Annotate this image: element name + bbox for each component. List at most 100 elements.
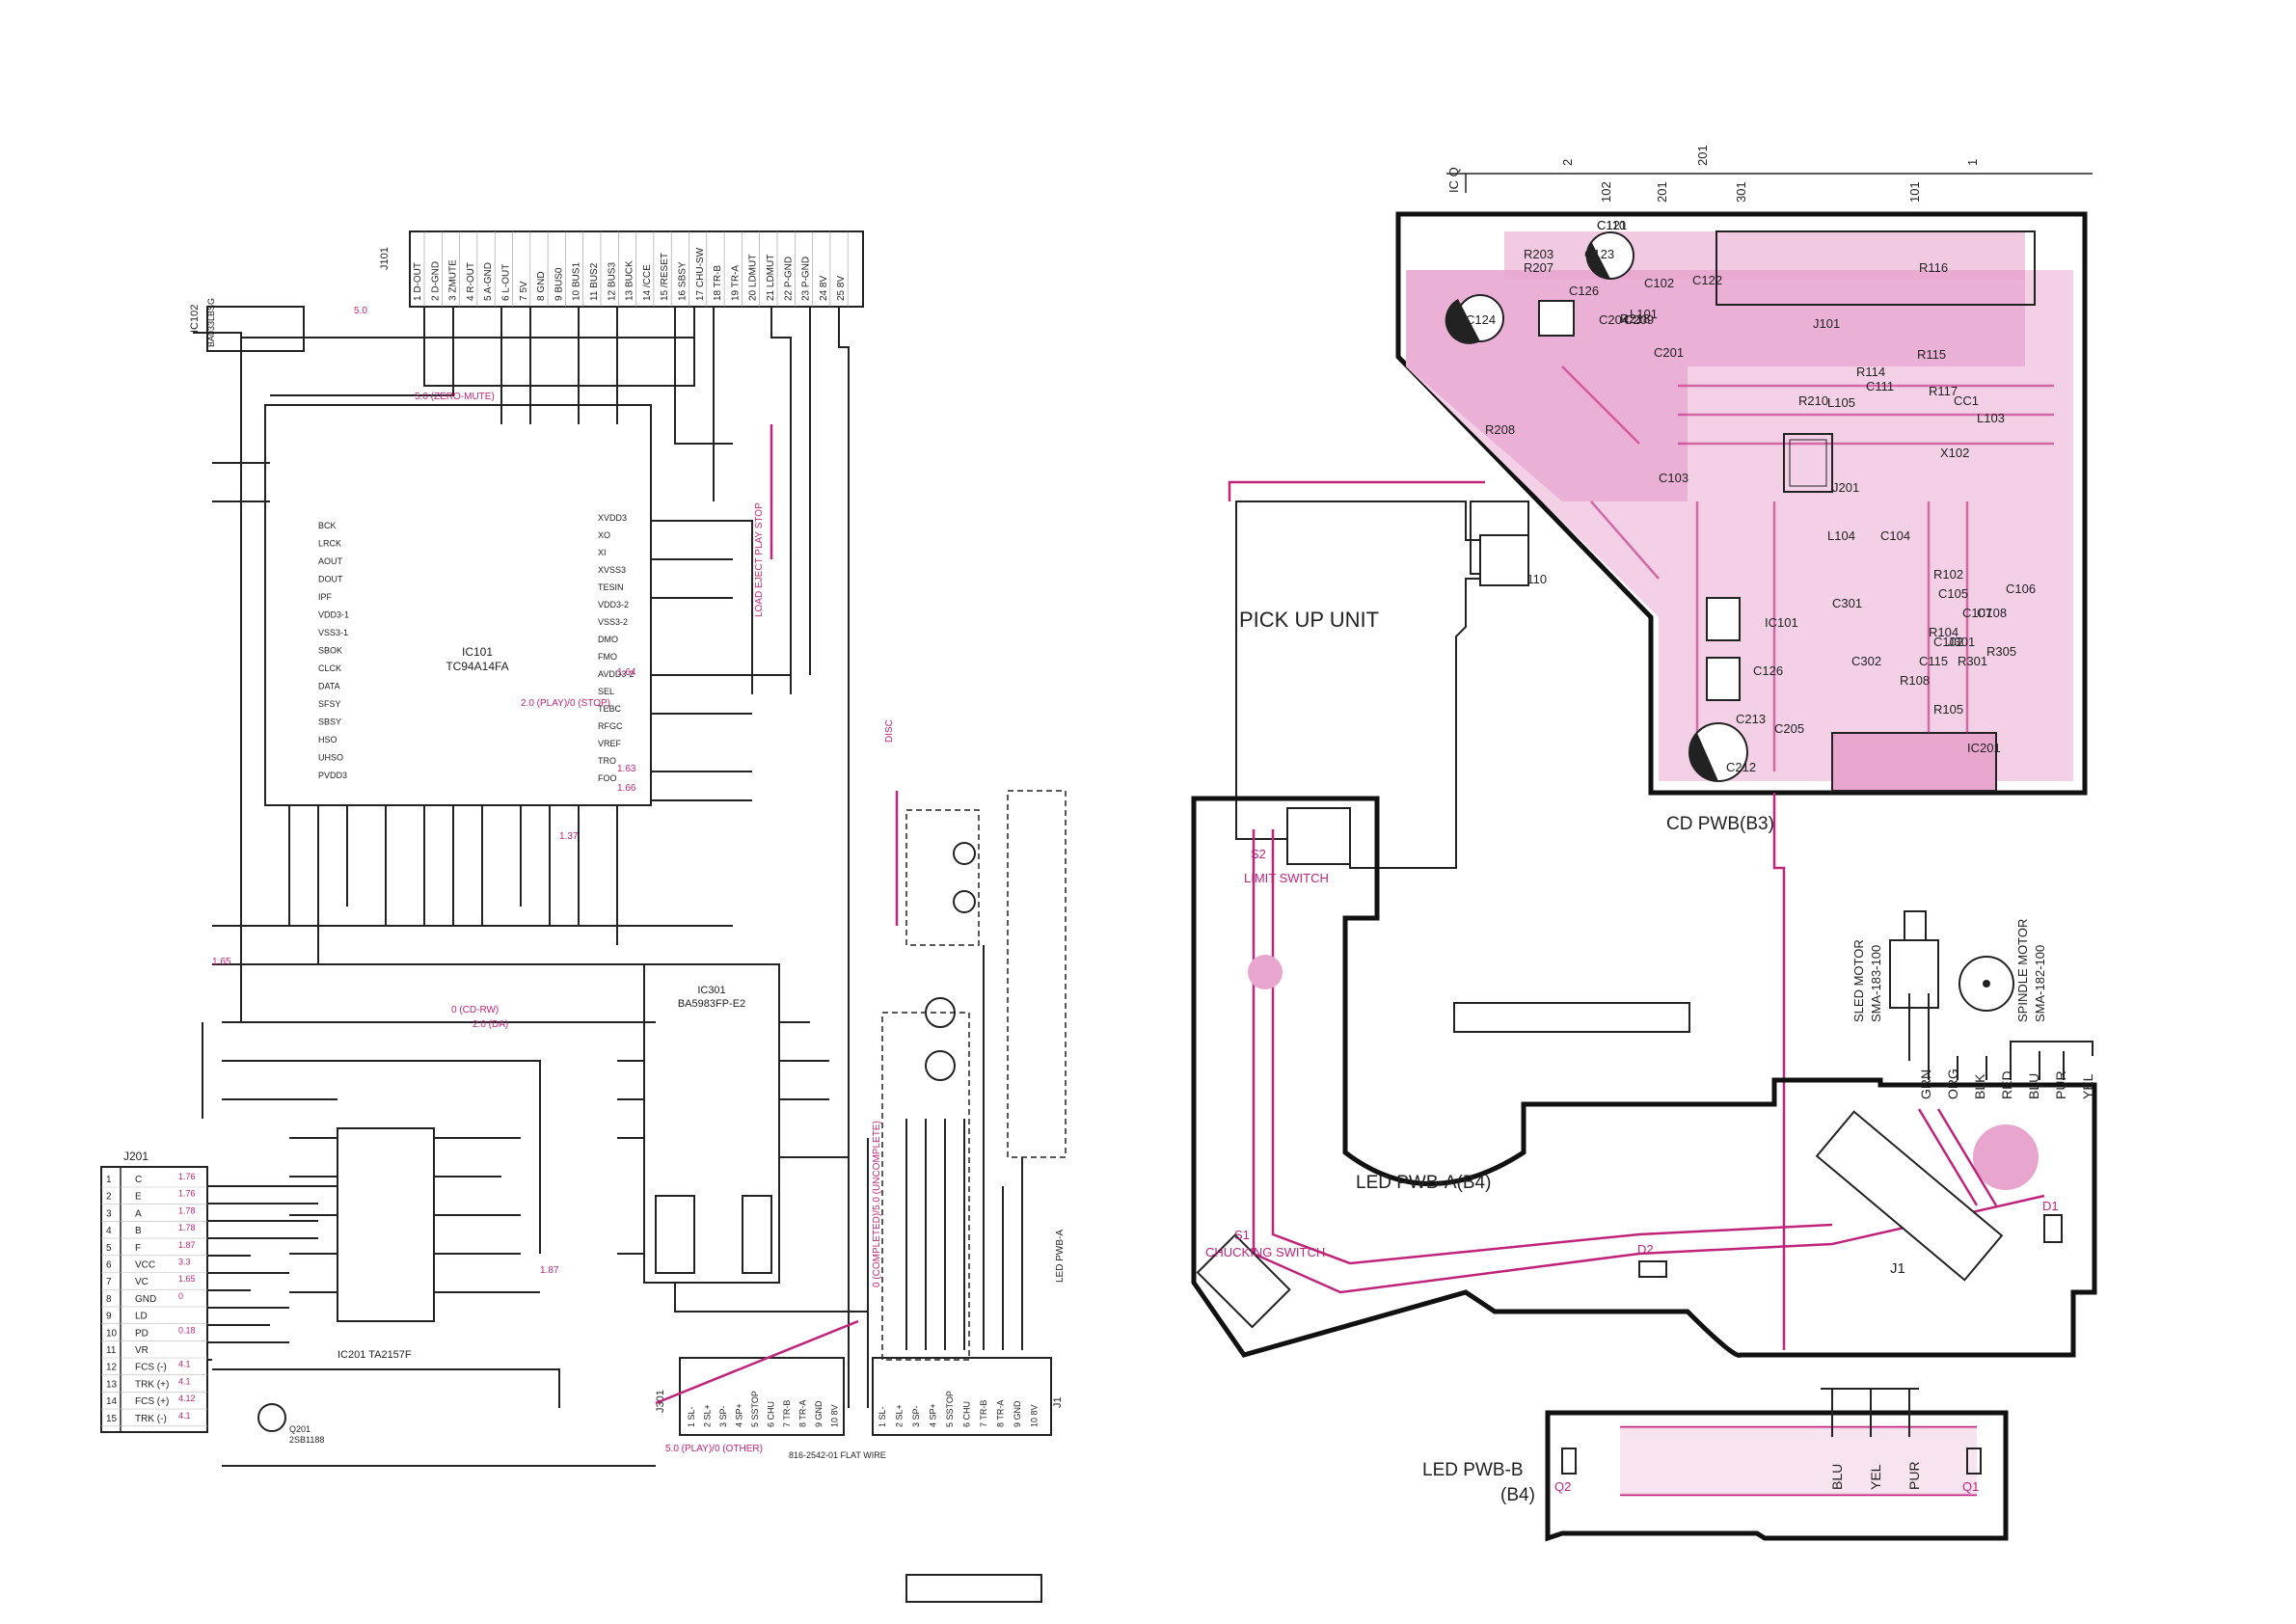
j101-pin: 18 TR-B <box>713 265 723 301</box>
board-layout: IC Q 2 201 102 201 301 101 1 <box>1191 145 2097 1542</box>
board-ref: C111 <box>1866 379 1894 393</box>
j201-row-signal: E <box>135 1192 142 1203</box>
cd-pwb-outline <box>1395 211 2088 796</box>
board-ref: R105 <box>1933 702 1963 717</box>
board-ref: R218 <box>1620 311 1650 326</box>
j101-pin: 22 P-GND <box>783 257 794 301</box>
board-ref: C115 <box>1919 654 1948 668</box>
board-ref: C121 <box>1597 218 1627 232</box>
ic101-pin-left: BCK <box>318 521 337 530</box>
j1-pin: 10 8V <box>1030 1404 1040 1427</box>
spindle-motor-label: SPINDLE MOTOR <box>2015 919 2030 1022</box>
j101-pin: 20 LDMUT <box>748 255 759 301</box>
board-ref: C102 <box>1644 276 1674 290</box>
board-ref: J101 <box>1813 316 1840 331</box>
j1-pin: 5 SSTOP <box>945 1391 955 1427</box>
ic-header-301: 301 <box>1734 181 1748 203</box>
anno-complete: 0 (COMPLETED)/5.0 (UNCOMPLETE) <box>872 1121 882 1287</box>
ic101-pin-right: SEL <box>598 687 614 696</box>
j201-row-num: 5 <box>106 1243 112 1254</box>
ic101-pin-right: XVSS3 <box>598 565 626 575</box>
j101-pin: 15 /RESET <box>660 253 670 301</box>
anno-disc: DISC <box>884 719 895 743</box>
j201-row-signal: A <box>135 1208 142 1219</box>
board-ref: J201 <box>1832 480 1859 495</box>
board-ref: C108 <box>1977 606 2007 620</box>
board-ref: L104 <box>1827 528 1855 543</box>
anno-cd-rw: 0 (CD-RW) <box>451 1005 499 1015</box>
svg-text:2SB1188: 2SB1188 <box>289 1435 324 1445</box>
board-ref: C301 <box>1832 596 1862 610</box>
j1-pin: 6 CHU <box>962 1401 972 1427</box>
j201-row-num: 1 <box>106 1175 112 1185</box>
ic-header-1: 1 <box>1965 159 1980 166</box>
led-pwb-a-outline <box>1191 796 2097 1358</box>
board-ref: R117 <box>1929 384 1958 398</box>
j301-pin: 6 CHU <box>767 1401 776 1427</box>
j201-row-signal: B <box>135 1226 142 1236</box>
j101-pin: 24 8V <box>819 276 829 301</box>
board-ref: L103 <box>1977 411 2005 425</box>
page-id-box <box>905 1574 1042 1603</box>
j201-row-signal: GND <box>135 1294 156 1305</box>
j201-row-signal: VR <box>135 1345 149 1356</box>
ic101-ref: IC101 <box>462 645 493 659</box>
j201-row-voltage: 1.65 <box>178 1274 196 1284</box>
j201-row-num: 8 <box>106 1294 112 1305</box>
ic102-ref: IC102 <box>189 305 201 333</box>
ic101-pin-left: SBOK <box>318 646 342 656</box>
j101-pin: 7 5V <box>519 281 529 301</box>
j301-pin: 2 SL+ <box>703 1404 713 1427</box>
q2-label: Q2 <box>1554 1479 1571 1494</box>
ic101-box <box>264 404 652 806</box>
led-pwb-a-vert: LED PWB-A <box>1055 1230 1066 1283</box>
ic101-right-pins: XVDD3XOXIXVSS3TESINVDD3-2VSS3-2DMOFMOAVD… <box>598 513 634 783</box>
j101-pin: 13 BUCK <box>625 260 635 301</box>
s2-label: LIMIT SWITCH <box>1244 871 1329 885</box>
board-ref: R305 <box>1986 644 2016 659</box>
j201-row-signal: F <box>135 1243 141 1254</box>
j201-row-voltage: 0 <box>178 1291 183 1301</box>
led-b-wire: BLU <box>1829 1464 1845 1490</box>
j1-pin: 3 SP- <box>911 1405 921 1427</box>
board-ref: R104 <box>1929 625 1958 639</box>
anno-play-other: 5.0 (PLAY)/0 (OTHER) <box>665 1444 763 1454</box>
board-ref: R108 <box>1900 673 1930 688</box>
ic301-ref: IC301 <box>697 985 725 996</box>
j101-pin: 6 L-OUT <box>501 264 512 301</box>
j301-pin: 1 SL- <box>687 1406 696 1427</box>
ic101-pin-right: TRO <box>598 756 616 766</box>
board-ref: C104 <box>1880 528 1910 543</box>
ic101-pin-right: VDD3-2 <box>598 600 629 609</box>
svg-text:1.37: 1.37 <box>559 831 579 842</box>
j201-row-signal: C <box>135 1175 142 1185</box>
j201-row-signal: TRK (+) <box>135 1379 169 1390</box>
j101-pin: 11 BUS2 <box>589 262 600 301</box>
ic-header-label: IC Q <box>1446 167 1461 193</box>
j201-label: J201 <box>123 1150 149 1163</box>
board-ref: C126 <box>1753 663 1783 678</box>
sled-motor-part: SMA-183-100 <box>1869 945 1883 1022</box>
j1-pin: 8 TR-A <box>996 1400 1006 1427</box>
led-pwb-b-label: LED PWB-B <box>1422 1460 1524 1480</box>
board-ref: R114 <box>1856 365 1885 379</box>
ic101-part: TC94A14FA <box>446 660 508 673</box>
ic101-pin-left: SBSY <box>318 717 341 727</box>
ic101-pin-left: PVDD3 <box>318 771 347 780</box>
ic-header-102: 102 <box>1599 181 1613 203</box>
d2-label: D2 <box>1637 1242 1654 1257</box>
j201-row-num: 13 <box>106 1379 118 1390</box>
ic201-label: IC201 TA2157F <box>338 1349 412 1361</box>
board-ref: C123 <box>1584 247 1614 261</box>
ic101-pin-left: VSS3-1 <box>318 628 348 637</box>
ic101-left-pins: BCKLRCKAOUTDOUTIPFVDD3-1VSS3-1SBOKCLCKDA… <box>318 521 349 780</box>
ic102-part: BA033LBSG <box>206 298 216 347</box>
svg-text:1.65: 1.65 <box>212 957 231 967</box>
sled-motor-label: SLED MOTOR <box>1851 939 1866 1022</box>
ic101-pin-left: HSO <box>318 735 338 744</box>
j101-pin: 9 BUS0 <box>554 267 564 301</box>
j101-pin: 10 BUS1 <box>572 262 582 301</box>
